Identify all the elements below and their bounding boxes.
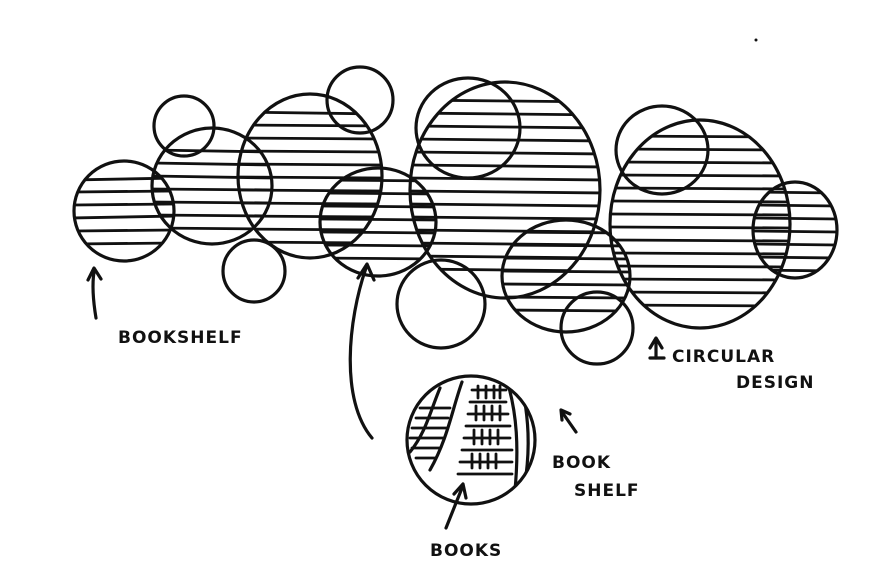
arrow-book-shelf xyxy=(559,408,578,434)
paper-speck xyxy=(754,38,758,42)
bookshelf-circle-1 xyxy=(72,159,176,263)
empty-circle-6 xyxy=(559,290,635,366)
empty-circle-4 xyxy=(414,76,522,180)
bookshelf-circle-4 xyxy=(318,166,438,278)
empty-circle-7 xyxy=(614,104,710,196)
empty-circles xyxy=(152,65,710,366)
arrow-bookshelf-left xyxy=(86,266,103,320)
arrow-books xyxy=(444,482,468,530)
label-design: DESIGN xyxy=(736,373,814,393)
empty-circle-2 xyxy=(325,65,395,135)
label-books: BOOKS xyxy=(430,541,502,561)
arrow-circular-design xyxy=(648,336,666,360)
label-bookshelf-left: BOOKSHELF xyxy=(118,328,243,348)
empty-circle-3 xyxy=(221,238,287,304)
bookshelf-circle-8 xyxy=(751,180,839,280)
empty-circle-1 xyxy=(152,94,216,158)
bookshelf-detail-circle xyxy=(405,374,537,506)
label-circular: CIRCULAR xyxy=(672,347,775,367)
bookshelf-circle-7 xyxy=(608,118,792,330)
empty-circle-5 xyxy=(395,258,487,350)
bookshelf-circle-5 xyxy=(408,80,602,300)
label-shelf: SHELF xyxy=(574,481,640,501)
arrow-long-curved xyxy=(348,262,376,440)
label-book: BOOK xyxy=(552,453,611,473)
